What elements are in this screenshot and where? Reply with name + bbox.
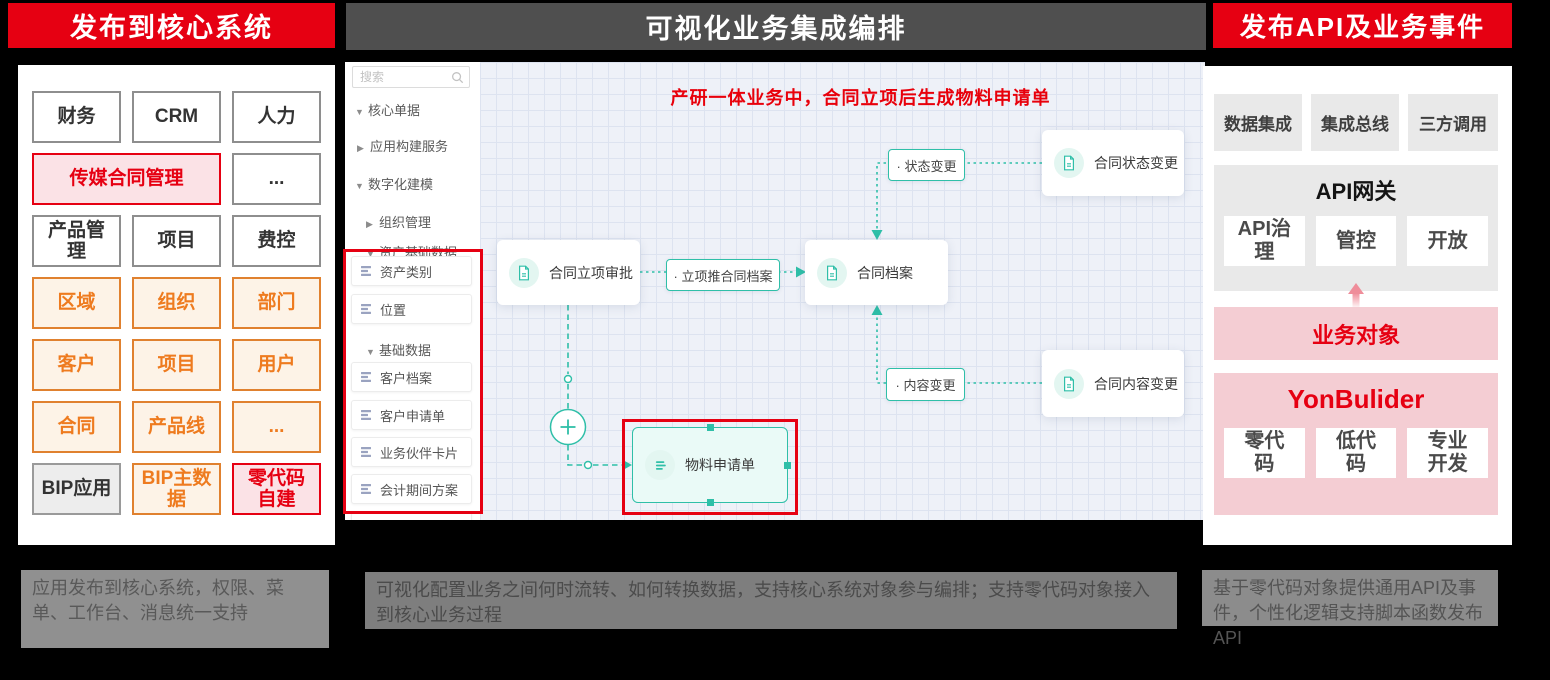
form-icon xyxy=(361,372,371,382)
document-icon xyxy=(1064,376,1074,391)
module-box: ... xyxy=(232,401,321,453)
capability-box: 集成总线 xyxy=(1311,94,1399,151)
flow-node[interactable]: 合同内容变更 xyxy=(1042,350,1184,417)
module-box: 合同 xyxy=(32,401,121,453)
document-icon xyxy=(827,265,837,280)
waypoint-dot xyxy=(583,460,593,470)
flow-node-label: 合同档案 xyxy=(857,264,913,281)
form-icon xyxy=(361,266,371,276)
module-box: 财务 xyxy=(32,91,121,143)
api-gateway-block: API网关 API治理 管控 开放 xyxy=(1214,165,1498,291)
resize-handle[interactable] xyxy=(707,499,714,506)
flow-node[interactable]: 合同档案 xyxy=(805,240,948,305)
form-icon xyxy=(361,484,371,494)
form-icon xyxy=(361,410,371,420)
module-box: CRM xyxy=(132,91,221,143)
flow-node-label: 合同立项审批 xyxy=(549,264,633,281)
tree-group[interactable]: ▼核心单据 xyxy=(355,103,421,118)
tree-item[interactable]: 业务伙伴卡片 xyxy=(351,437,472,467)
module-box: 产品管理 xyxy=(32,215,121,267)
business-object-band: 业务对象 xyxy=(1214,307,1498,360)
flow-node-label: 合同状态变更 xyxy=(1094,155,1178,171)
edge-label[interactable]: · 立项推合同档案 xyxy=(666,259,780,291)
module-box: ... xyxy=(232,153,321,205)
flow-node[interactable]: 合同立项审批 xyxy=(497,240,640,305)
module-grid: 财务 CRM 人力 传媒合同管理 ... 产品管理 项目 费控 区域 组织 部门… xyxy=(18,65,335,541)
left-caption: 应用发布到核心系统，权限、菜单、工作台、消息统一支持 xyxy=(21,570,329,648)
caret-right-icon: ▶ xyxy=(357,143,364,153)
flow-canvas[interactable]: 产研一体业务中，合同立项后生成物料申请单 xyxy=(480,62,1205,520)
search-box[interactable] xyxy=(352,66,470,88)
caret-down-icon: ▼ xyxy=(355,107,364,117)
capability-box: 数据集成 xyxy=(1214,94,1302,151)
dev-mode-box: 专业开发 xyxy=(1407,428,1489,478)
caret-down-icon: ▼ xyxy=(366,347,375,357)
flow-node-selected[interactable]: 物料申请单 xyxy=(632,424,791,506)
edge-label[interactable]: · 状态变更 xyxy=(888,149,965,181)
module-box: BIP应用 xyxy=(32,463,121,515)
module-box-highlight: 零代码自建 xyxy=(232,463,321,515)
yonbuilder-title: YonBulider xyxy=(1287,384,1425,414)
module-box: 项目 xyxy=(132,215,221,267)
document-icon xyxy=(1064,155,1074,171)
api-box: 管控 xyxy=(1315,216,1397,266)
tree-group[interactable]: ▶组织管理 xyxy=(366,215,432,230)
arrow-up-icon xyxy=(1348,283,1364,309)
flow-node-label: 合同内容变更 xyxy=(1094,375,1178,392)
tree-item[interactable]: 位置 xyxy=(351,294,472,324)
list-icon xyxy=(655,460,666,470)
tree-group[interactable]: ▼数字化建模 xyxy=(355,177,434,192)
caret-right-icon: ▶ xyxy=(366,219,373,229)
left-panel-card: 财务 CRM 人力 传媒合同管理 ... 产品管理 项目 费控 区域 组织 部门… xyxy=(18,65,335,545)
designer-body: ▼核心单据 ▶应用构建服务 ▼数字化建模 ▶组织管理 ▼资产基础数据 资产类别 … xyxy=(345,62,1205,520)
module-box: 用户 xyxy=(232,339,321,391)
dev-mode-box: 低代码 xyxy=(1315,428,1397,478)
canvas-annotation: 产研一体业务中，合同立项后生成物料申请单 xyxy=(670,88,1051,108)
module-box: 项目 xyxy=(132,339,221,391)
flow-node[interactable]: 合同状态变更 xyxy=(1042,130,1184,196)
right-caption: 基于零代码对象提供通用API及事件，个性化逻辑支持脚本函数发布API xyxy=(1202,570,1498,648)
form-icon xyxy=(361,447,371,457)
resize-handle[interactable] xyxy=(707,424,714,431)
right-panel-card: 数据集成 集成总线 三方调用 API网关 API治理 管控 开放 业务对象 Yo… xyxy=(1203,66,1512,545)
module-box: 部门 xyxy=(232,277,321,329)
edge-label[interactable]: · 内容变更 xyxy=(886,368,965,401)
flow-node-label: 物料申请单 xyxy=(685,457,755,473)
plus-icon xyxy=(560,419,576,435)
waypoint-dot xyxy=(563,374,573,384)
tree-item-clipped[interactable] xyxy=(351,512,472,520)
designer-sidebar: ▼核心单据 ▶应用构建服务 ▼数字化建模 ▶组织管理 ▼资产基础数据 资产类别 … xyxy=(345,62,481,520)
left-panel-header: 发布到核心系统 xyxy=(8,3,335,48)
tree-group[interactable]: ▼基础数据 xyxy=(366,343,432,358)
capability-box: 三方调用 xyxy=(1408,94,1498,151)
tree-item[interactable]: 客户申请单 xyxy=(351,400,472,430)
module-box: 客户 xyxy=(32,339,121,391)
tree-group[interactable]: ▶应用构建服务 xyxy=(357,139,449,154)
resize-handle[interactable] xyxy=(784,462,791,469)
module-box: BIP主数据 xyxy=(132,463,221,515)
caret-down-icon: ▼ xyxy=(366,249,375,259)
search-icon xyxy=(452,71,464,83)
module-box: 费控 xyxy=(232,215,321,267)
api-box: API治理 xyxy=(1224,216,1305,266)
middle-caption: 可视化配置业务之间何时流转、如何转换数据，支持核心系统对象参与编排；支持零代码对… xyxy=(365,572,1177,629)
module-box: 组织 xyxy=(132,277,221,329)
module-box: 人力 xyxy=(232,91,321,143)
module-box: 区域 xyxy=(32,277,121,329)
module-box: 产品线 xyxy=(132,401,221,453)
tree-item[interactable]: 会计期间方案 xyxy=(351,474,472,504)
form-icon xyxy=(361,304,371,314)
tree-item[interactable]: 客户档案 xyxy=(351,362,472,392)
caret-down-icon: ▼ xyxy=(355,181,364,191)
api-box: 开放 xyxy=(1407,216,1489,266)
module-box-highlight: 传媒合同管理 xyxy=(32,153,221,205)
right-panel-header: 发布API及业务事件 xyxy=(1213,3,1512,48)
api-gateway-title: API网关 xyxy=(1315,179,1397,204)
tree-item[interactable]: 资产类别 xyxy=(351,256,472,286)
yonbuilder-block: YonBulider 零代码 低代码 专业开发 xyxy=(1214,373,1498,515)
dev-mode-box: 零代码 xyxy=(1224,428,1305,478)
middle-panel-header: 可视化业务集成编排 xyxy=(346,3,1206,50)
search-input[interactable] xyxy=(358,69,451,85)
document-icon xyxy=(519,265,529,280)
